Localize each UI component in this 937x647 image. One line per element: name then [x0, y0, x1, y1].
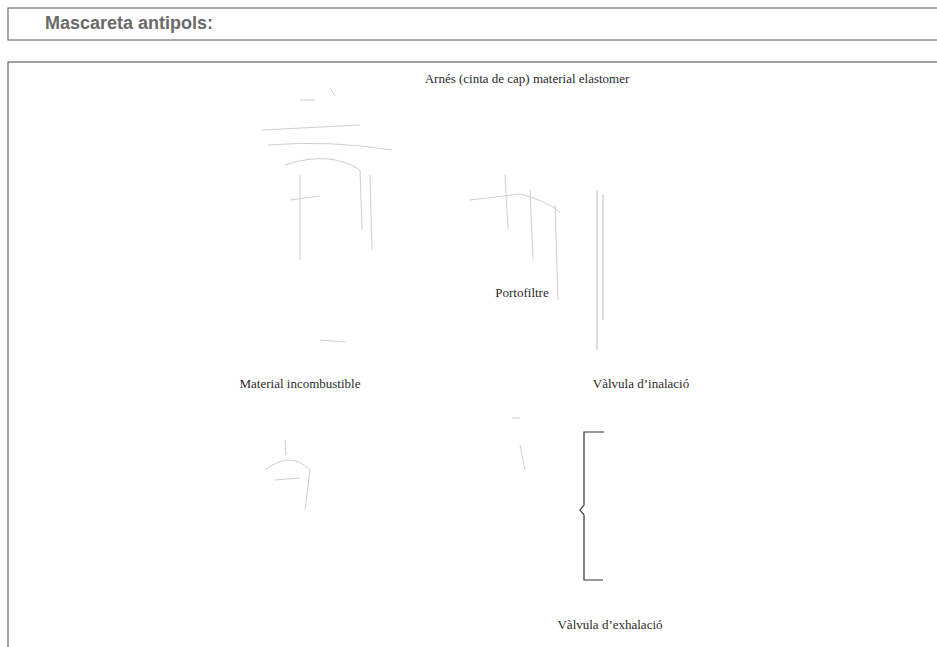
- part-label: Material incombustible: [240, 376, 361, 392]
- panel-frame: [8, 62, 937, 647]
- part-label: Vàlvula d’inalació: [593, 376, 689, 392]
- part-label: Arnés (cinta de cap) material elastomer: [425, 71, 630, 87]
- part-label: Portofiltre: [495, 285, 548, 301]
- part-label: Vàlvula d’exhalació: [557, 617, 662, 633]
- panel-title: Mascareta antipols:: [45, 13, 213, 34]
- header-frame: [8, 8, 937, 40]
- mask-drawing: [262, 88, 603, 510]
- valve-bracket: [580, 432, 604, 580]
